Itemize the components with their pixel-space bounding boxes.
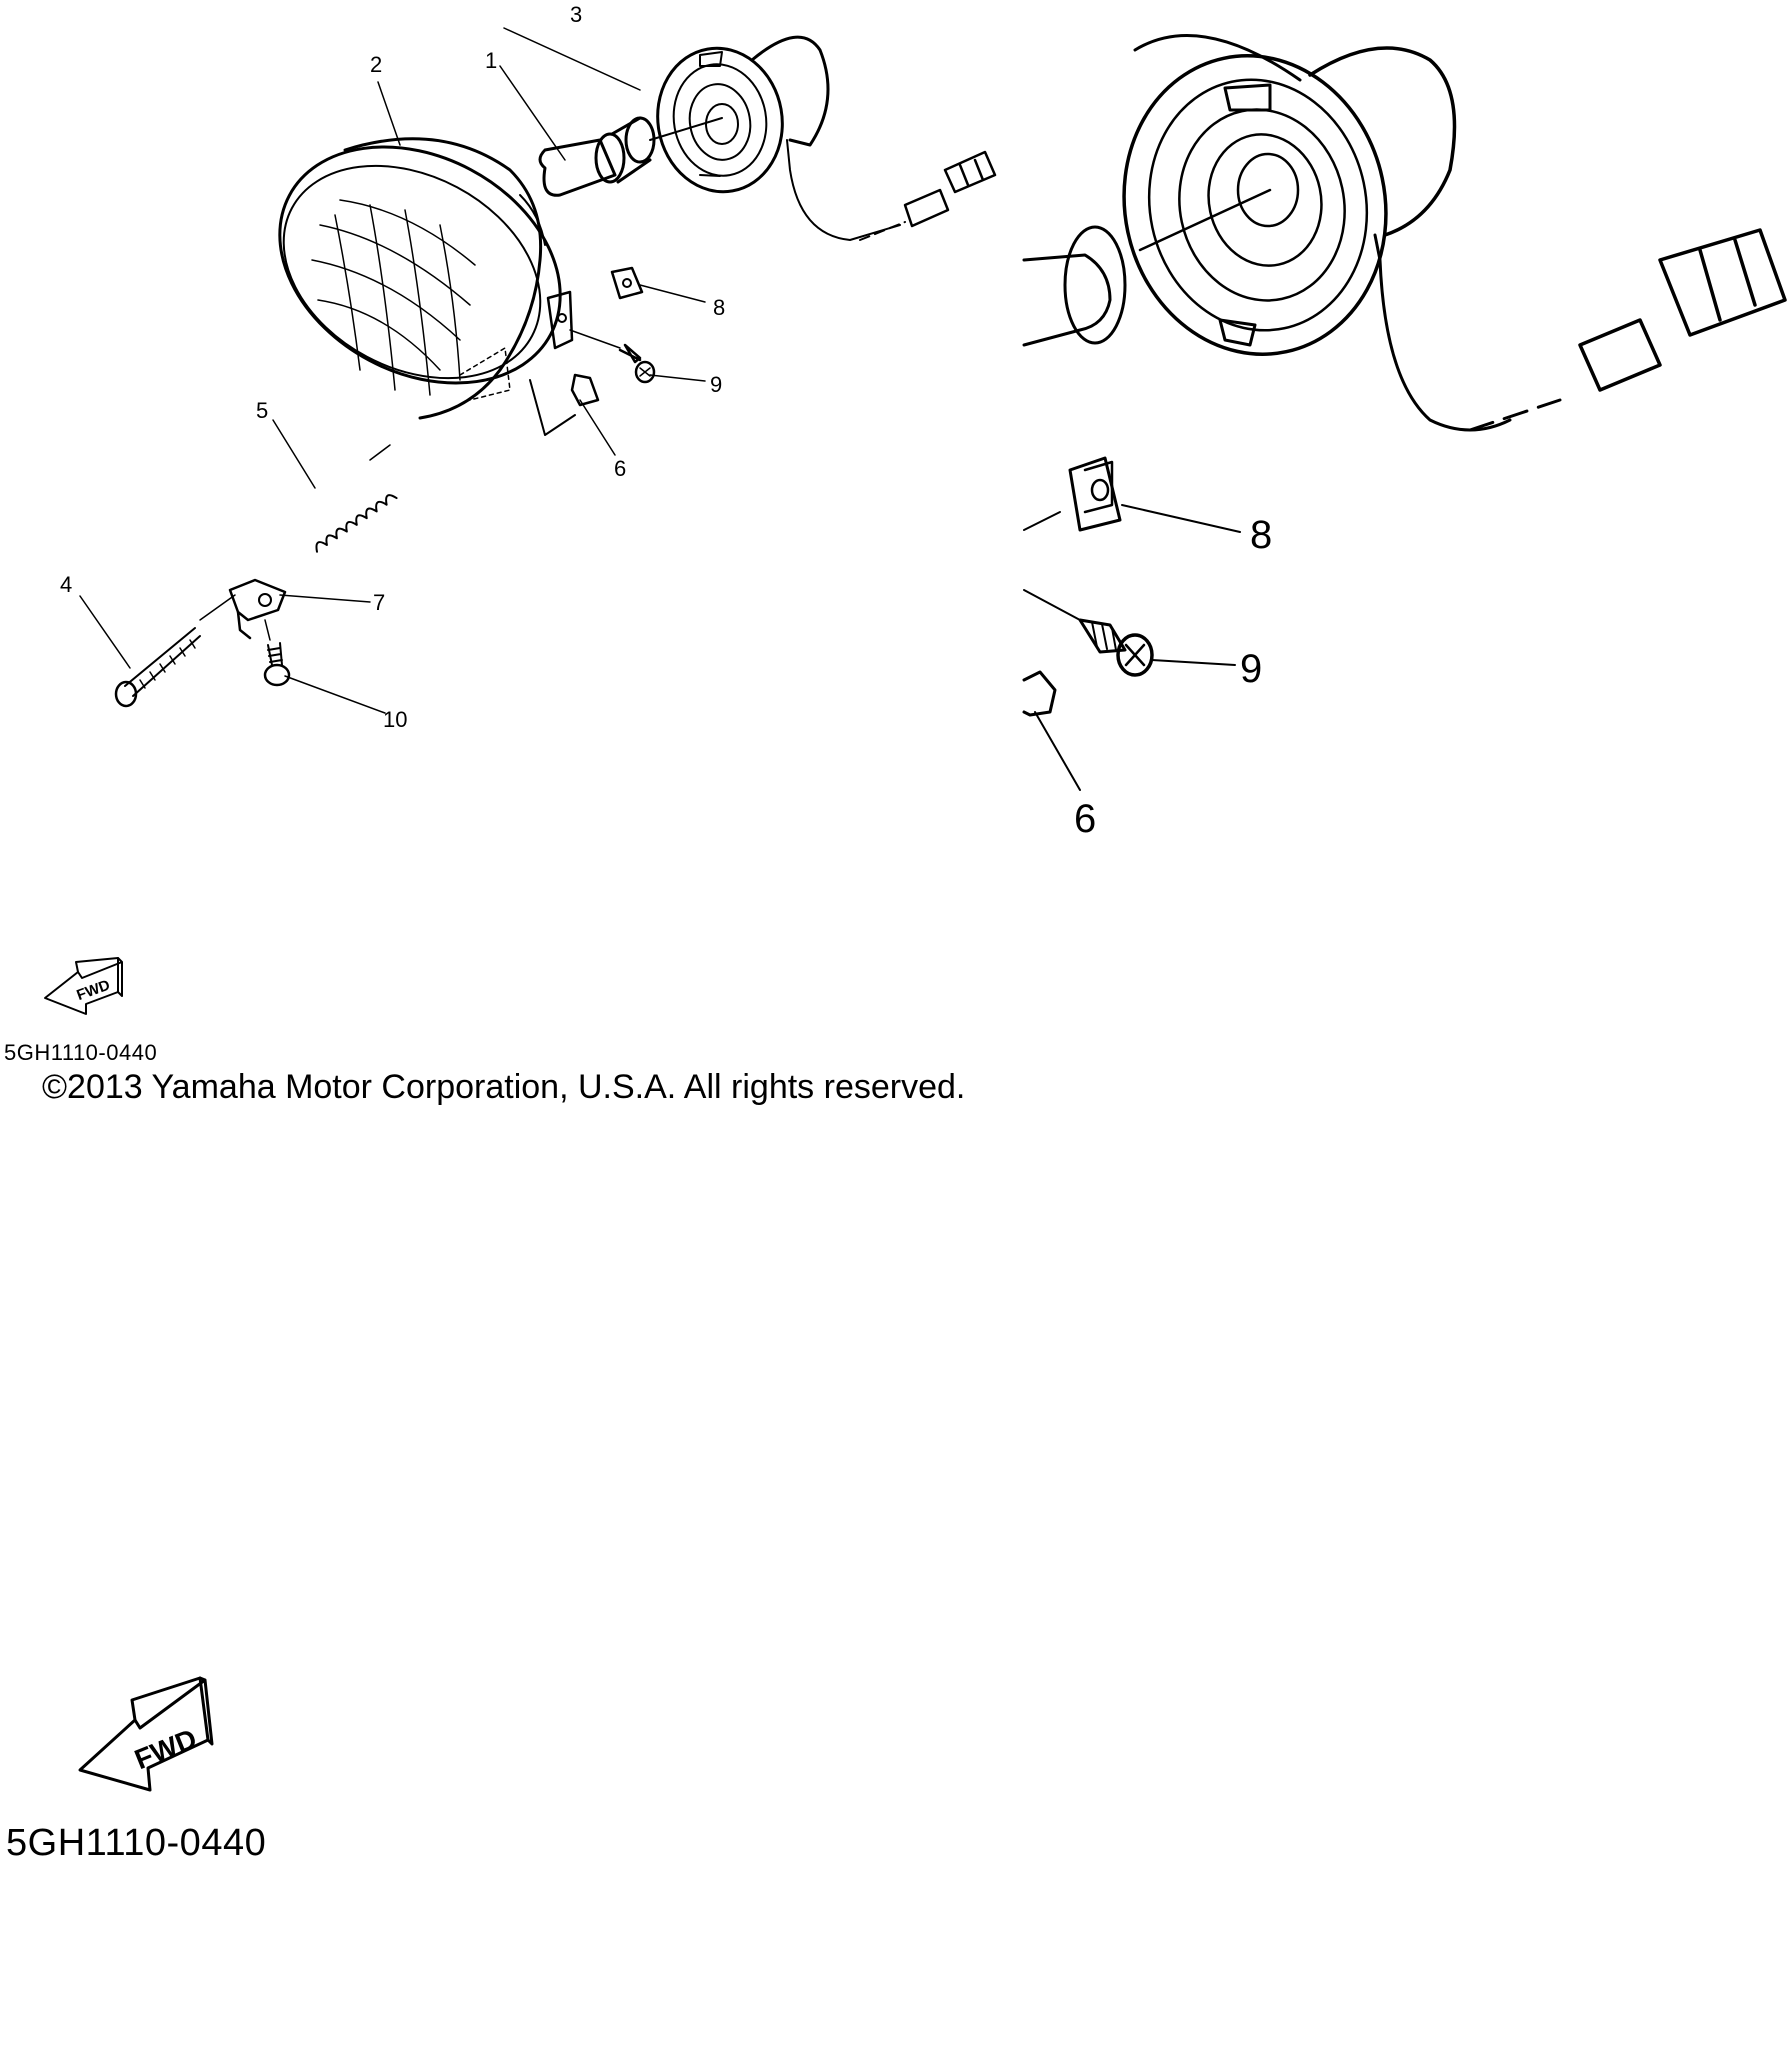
callout-9: 9 [710,372,722,397]
fwd-arrow-small: FWD [44,957,123,1015]
callout-1: 1 [485,48,497,73]
bulb-socket-enlarged [1022,33,1787,432]
bracket-7 [228,578,287,640]
clip-nut-8-enlarged [1023,456,1241,533]
screw-9-enlarged [1023,589,1236,677]
enlarged-callouts: 8 9 6 [1074,513,1272,841]
bulb-socket [649,35,997,241]
callout-5: 5 [256,398,268,423]
callout-9-enlarged: 9 [1240,647,1262,691]
callout-8-enlarged: 8 [1250,513,1272,557]
callout-3: 3 [570,2,582,27]
callout-8: 8 [713,295,725,320]
copyright-notice: ©2013 Yamaha Motor Corporation, U.S.A. A… [42,1068,966,1106]
enlarged-view: 8 9 6 [1022,20,1792,860]
headlight-unit [278,137,576,436]
fwd-label-large: FWD [130,1723,201,1776]
spring-5 [315,444,398,553]
fwd-label-small: FWD [74,976,112,1004]
callout-10: 10 [383,707,407,732]
diagram-code: 5GH1110-0440 [4,1040,158,1065]
headlight-assembly: 1 2 3 4 5 6 7 8 9 10 [60,2,997,732]
clip-nut-8 [610,266,644,300]
callout-6-enlarged: 6 [1074,797,1096,841]
nut-6 [570,373,600,407]
adjust-bolt-4 [114,594,236,708]
screw-10 [263,619,291,687]
bulb [538,116,656,197]
callout-6: 6 [614,456,626,481]
diagram-code-large: 5GH1110-0440 [6,1822,267,1864]
screw-9 [569,329,656,384]
fwd-arrow-large: FWD [78,1676,214,1792]
nut-6-enlarged [1022,670,1081,791]
callout-7: 7 [373,590,385,615]
callout-4: 4 [60,572,72,597]
callout-labels: 1 2 3 4 5 6 7 8 9 10 [60,2,725,732]
leader-lines [79,27,706,714]
callout-2: 2 [370,52,382,77]
